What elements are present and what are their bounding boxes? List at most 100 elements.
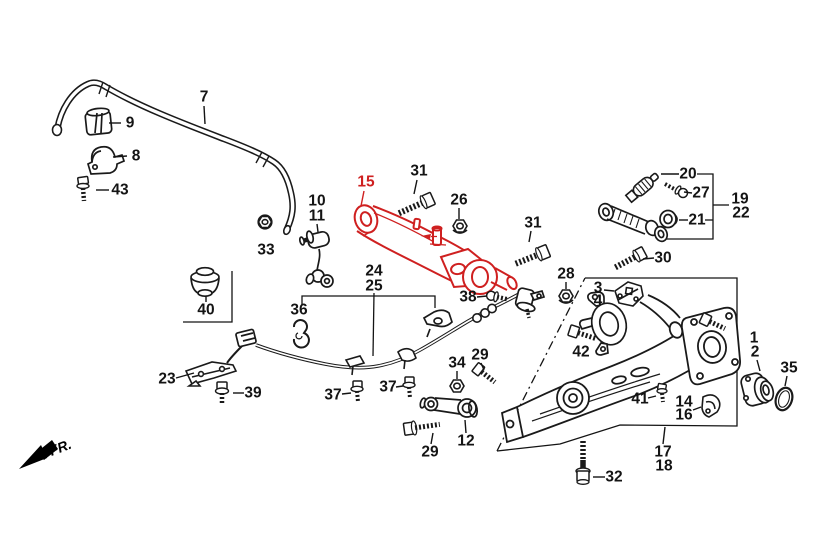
part-number-label: 10 (308, 193, 325, 210)
harness-bracket (184, 361, 238, 387)
leader-line (413, 179, 418, 195)
part-number-label: 43 (111, 182, 129, 199)
part-number-label: 16 (675, 407, 693, 424)
part-number-label: 30 (654, 250, 671, 267)
flange-nut-28 (558, 289, 574, 304)
trailing-arm (500, 294, 741, 444)
leader-line (528, 230, 532, 243)
wheel-sensor (514, 287, 546, 319)
hub-mount-bolt (698, 312, 727, 331)
stabilizer-bracket (86, 145, 126, 175)
leader-line (662, 426, 666, 445)
stabilizer-bushing (84, 107, 113, 136)
part-number-label: 1 (750, 330, 759, 347)
cable-grommet-beads (471, 303, 497, 323)
bracket-bolt (214, 381, 230, 404)
part-number-label: 39 (244, 385, 262, 402)
part-number-label: 9 (126, 115, 135, 132)
part-number-label: 28 (557, 266, 575, 283)
leader-line (692, 406, 702, 411)
leader-line (683, 191, 693, 194)
part-number-label: 29 (471, 347, 489, 364)
leader-line (360, 190, 365, 207)
part-number-label: 27 (692, 185, 709, 202)
grommet (190, 266, 220, 298)
upper-arm (597, 202, 669, 243)
part-number-label: 24 (365, 263, 383, 280)
leader-line (784, 375, 788, 387)
leader-line (341, 392, 352, 395)
cable-connector (235, 328, 257, 348)
flange-nut-34 (449, 379, 465, 393)
part-number-label: 34 (448, 355, 466, 372)
leader-line (756, 359, 761, 372)
part-number-label: 15 (357, 174, 375, 191)
part-number-label: 18 (655, 458, 673, 475)
leader-line (430, 432, 434, 445)
leader-line (647, 395, 657, 399)
leader-line (316, 223, 319, 233)
compensator-bolt-upper (471, 362, 497, 385)
leader-line (464, 419, 467, 434)
leader-line (112, 155, 128, 158)
part-number-label: 7 (200, 89, 209, 106)
part-number-label: 21 (688, 212, 706, 229)
group-bracket-line (661, 173, 714, 240)
ball-stud-27 (664, 182, 689, 199)
part-number-label: 42 (572, 344, 589, 361)
part-number-label: 40 (197, 302, 214, 319)
part-number-label: 32 (605, 469, 622, 486)
bushing-21 (659, 209, 678, 229)
part-number-label: 3 (594, 280, 603, 297)
stabilizer-link (298, 230, 334, 288)
part-number-label: 23 (158, 371, 176, 388)
leader-line (480, 362, 485, 371)
part-number-label: 2 (751, 344, 760, 361)
o-ring (774, 386, 794, 412)
knuckle-bolt-42 (567, 324, 597, 342)
knuckle (578, 291, 628, 356)
compensator-arm (419, 396, 479, 418)
fr-label: FR. (47, 436, 74, 459)
part-number-label: 37 (324, 387, 341, 404)
sensor-bracket-3-4 (614, 281, 644, 307)
abs-sensor-cable (226, 287, 546, 376)
part-number-label: 8 (132, 148, 141, 165)
group-bracket-line (301, 295, 436, 308)
hub-assembly (740, 372, 775, 407)
part-number-label: 11 (309, 208, 326, 225)
part-number-label: 38 (459, 289, 477, 306)
part-number-label: 41 (631, 391, 649, 408)
part-number-label: 37 (379, 379, 396, 396)
adjuster-cam-20 (624, 172, 659, 204)
arm-small-bolt-41 (656, 382, 668, 403)
clamp-bolt-right (402, 376, 416, 399)
upper-arm-bolt-30 (613, 246, 648, 271)
cable-clamp-left (344, 355, 366, 376)
leader-line (203, 105, 206, 125)
part-number-label: 35 (780, 360, 798, 377)
leader-line (476, 295, 488, 298)
part-number-label: 12 (457, 433, 474, 450)
leader-lines (96, 105, 788, 478)
stabilizer-bolt (76, 175, 90, 202)
part-number-label: 14 (675, 394, 693, 411)
part-number-labels: 7984333101115312631242536382830202721192… (111, 89, 798, 486)
cable-clamp-bracket (422, 309, 453, 338)
fr-direction-arrow: FR. (19, 436, 74, 469)
clamp-bolt-left (350, 380, 364, 403)
group-bracket-line (372, 292, 375, 357)
part-number-label: 17 (654, 444, 671, 461)
leader-line (642, 257, 655, 260)
group-bracket-line (183, 271, 233, 323)
arm-pin (485, 290, 510, 303)
compensator-bolt-lower (402, 420, 441, 436)
lower-control-arm-highlighted (353, 204, 518, 295)
part-number-label: 31 (524, 215, 542, 232)
stabilizer-bar (51, 79, 296, 236)
part-number-label: 29 (421, 444, 439, 461)
part-number-label: 31 (410, 163, 428, 180)
stopper-bracket-14-16 (701, 394, 721, 418)
